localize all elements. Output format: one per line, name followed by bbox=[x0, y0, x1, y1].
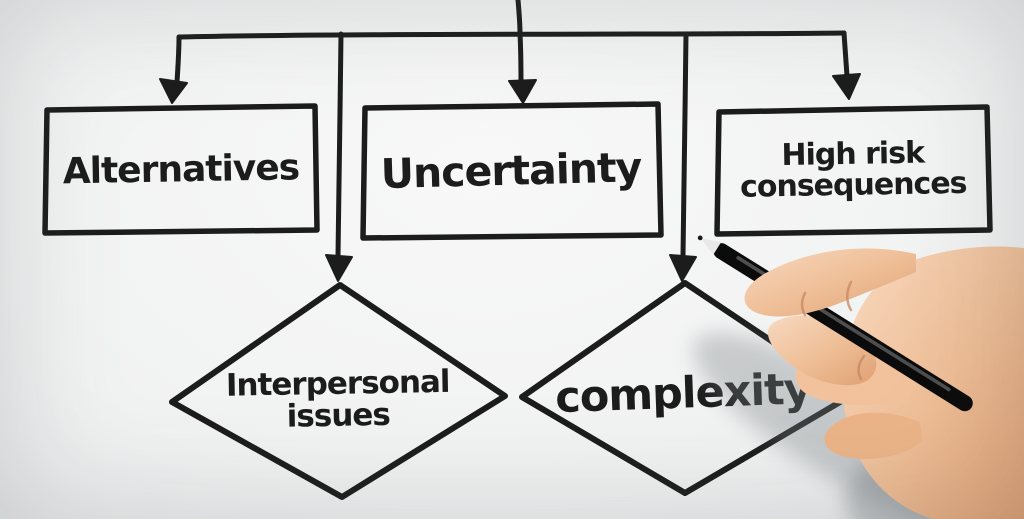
ring-finger bbox=[824, 412, 922, 459]
arrowhead-interpersonal bbox=[325, 254, 353, 282]
connector-trunk-top bbox=[515, 0, 523, 37]
connector-drop-alternatives bbox=[174, 34, 182, 85]
box-high-risk-outline bbox=[714, 104, 993, 237]
finger-creases bbox=[800, 280, 866, 381]
arrowhead-uncertainty bbox=[508, 79, 537, 104]
connector-horizontal-bar bbox=[176, 30, 847, 40]
diamond-interpersonal-outline bbox=[169, 282, 508, 500]
arrowhead-high-risk bbox=[832, 73, 861, 100]
box-uncertainty-outline bbox=[360, 101, 664, 241]
pen-tip-point bbox=[697, 235, 703, 241]
arrowhead-alternatives bbox=[159, 78, 188, 104]
pen-tip bbox=[701, 238, 722, 255]
arrowhead-complexity bbox=[669, 254, 697, 282]
connector-drop-high-risk bbox=[841, 30, 850, 79]
connector-drop-interpersonal bbox=[335, 31, 344, 259]
index-finger bbox=[744, 248, 916, 317]
connector-drop-complexity bbox=[680, 31, 689, 259]
box-alternatives-outline bbox=[42, 103, 320, 236]
